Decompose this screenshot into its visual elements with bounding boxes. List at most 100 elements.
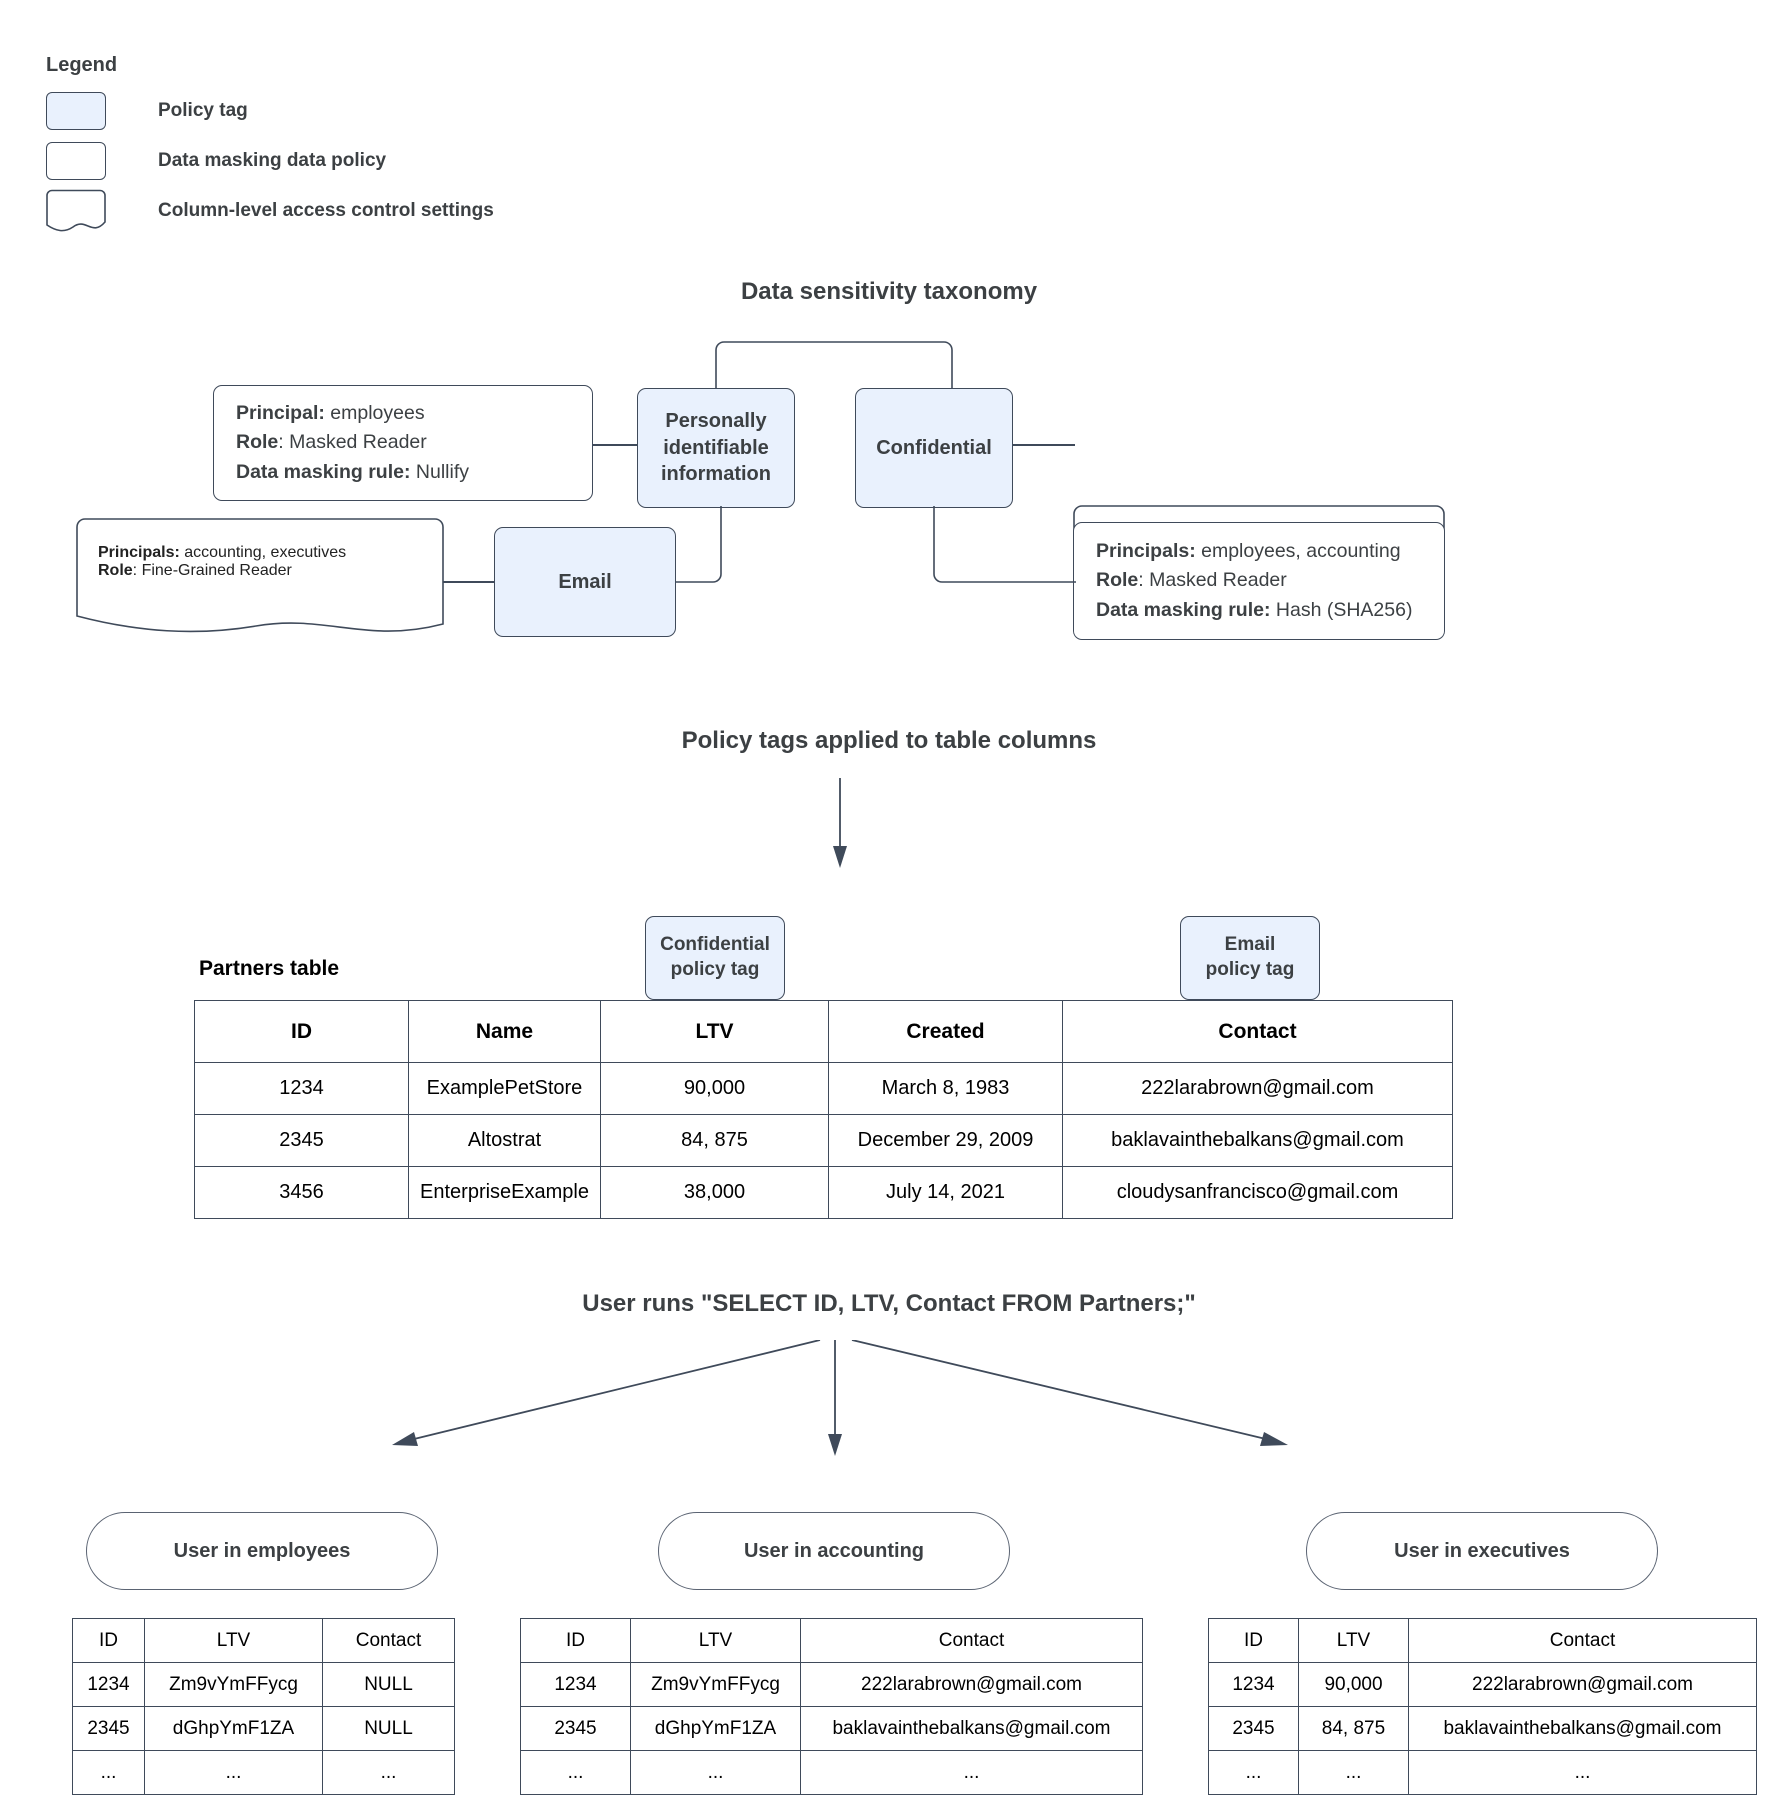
result-cell: 2345 bbox=[520, 1706, 631, 1751]
connector-email-to-pii bbox=[675, 506, 723, 584]
partners-cell: 222larabrown@gmail.com bbox=[1062, 1062, 1453, 1115]
result-column-header: LTV bbox=[1298, 1618, 1409, 1663]
label-role: Role bbox=[236, 431, 279, 454]
result-cell: 222larabrown@gmail.com bbox=[800, 1662, 1143, 1707]
label-role: Role bbox=[1096, 569, 1139, 592]
card-line-rule: Data masking rule: Nullify bbox=[236, 458, 570, 487]
result-cell: ... bbox=[1408, 1750, 1757, 1795]
result-cell: dGhpYmF1ZA bbox=[630, 1706, 801, 1751]
policy-tag-pii[interactable]: Personally identifiable information bbox=[637, 388, 795, 508]
result-cell: ... bbox=[72, 1750, 145, 1795]
query-title: User runs "SELECT ID, LTV, Contact FROM … bbox=[582, 1290, 1196, 1317]
value-principal: employees bbox=[324, 402, 425, 425]
card-line-role: Role: Masked Reader bbox=[236, 428, 570, 457]
partners-cell: 1234 bbox=[194, 1062, 409, 1115]
result-cell: baklavainthebalkans@gmail.com bbox=[1408, 1706, 1757, 1751]
partners-table-caption: Partners table bbox=[199, 957, 340, 980]
partners-cell: cloudysanfrancisco@gmail.com bbox=[1062, 1166, 1453, 1219]
value-rule: Hash (SHA256) bbox=[1270, 598, 1413, 621]
partners-cell: EnterpriseExample bbox=[408, 1166, 601, 1219]
result-column-header: ID bbox=[72, 1618, 145, 1663]
column-access-control-swatch-icon bbox=[46, 189, 106, 233]
result-cell: baklavainthebalkans@gmail.com bbox=[800, 1706, 1143, 1751]
table-row: ......... bbox=[72, 1750, 455, 1795]
result-pill-label: User in accounting bbox=[743, 1539, 925, 1562]
card-line-role: Role: Masked Reader bbox=[1096, 566, 1422, 595]
value-role: : Fine-Grained Reader bbox=[132, 562, 292, 579]
result-cell: 1234 bbox=[520, 1662, 631, 1707]
partners-column-header: ID bbox=[194, 1000, 409, 1063]
card-email-column-access-control[interactable]: Principals: accounting, executives Role:… bbox=[76, 518, 444, 638]
column-policy-tag-confidential[interactable]: Confidential policy tag bbox=[645, 916, 785, 1000]
value-principals: accounting, executives bbox=[179, 544, 347, 561]
partners-cell: March 8, 1983 bbox=[828, 1062, 1063, 1115]
arrow-down-to-table-icon bbox=[820, 778, 860, 870]
policy-tag-confidential-label: Confidential bbox=[876, 436, 992, 459]
legend-item-data-masking-policy: Data masking data policy bbox=[46, 137, 666, 185]
connector-confidential-masking bbox=[932, 506, 1076, 584]
partners-cell: baklavainthebalkans@gmail.com bbox=[1062, 1114, 1453, 1167]
connector-email-access bbox=[443, 581, 495, 583]
label-principal: Principal: bbox=[236, 402, 325, 425]
tag-line-1: Confidential bbox=[660, 934, 770, 956]
result-cell: ... bbox=[520, 1750, 631, 1795]
result-pill-accounting[interactable]: User in accounting bbox=[658, 1512, 1010, 1590]
result-cell: 1234 bbox=[1208, 1662, 1299, 1707]
result-pill-executives[interactable]: User in executives bbox=[1306, 1512, 1658, 1590]
partners-cell: 38,000 bbox=[600, 1166, 829, 1219]
card-pii-data-masking-policy[interactable]: Principal: employees Role: Masked Reader… bbox=[213, 385, 593, 501]
result-pill-label: User in executives bbox=[1394, 1539, 1570, 1562]
result-cell: 2345 bbox=[1208, 1706, 1299, 1751]
card-line-principals: Principals: accounting, executives bbox=[98, 544, 432, 562]
result-cell: Zm9vYmFFycg bbox=[144, 1662, 323, 1707]
card-line-rule: Data masking rule: Hash (SHA256) bbox=[1096, 596, 1422, 625]
tag-line-2: policy tag bbox=[1205, 959, 1295, 980]
table-row: ......... bbox=[520, 1750, 1143, 1795]
partners-column-header: Name bbox=[408, 1000, 601, 1063]
result-cell: ... bbox=[1298, 1750, 1409, 1795]
applied-title: Policy tags applied to table columns bbox=[681, 727, 1097, 754]
partners-cell: Altostrat bbox=[408, 1114, 601, 1167]
card-line-principal: Principal: employees bbox=[236, 399, 570, 428]
label-rule: Data masking rule: bbox=[236, 460, 411, 483]
result-cell: NULL bbox=[322, 1662, 455, 1707]
legend-item-label: Policy tag bbox=[158, 100, 248, 121]
connector-pii-masking bbox=[593, 444, 637, 446]
result-cell: dGhpYmF1ZA bbox=[144, 1706, 323, 1751]
result-pill-employees[interactable]: User in employees bbox=[86, 1512, 438, 1590]
partners-cell: July 14, 2021 bbox=[828, 1166, 1063, 1219]
label-principals: Principals: bbox=[98, 544, 180, 561]
result-cell: 84, 875 bbox=[1298, 1706, 1409, 1751]
partners-cell: 84, 875 bbox=[600, 1114, 829, 1167]
policy-tag-email[interactable]: Email bbox=[494, 527, 676, 637]
partners-cell: ExamplePetStore bbox=[408, 1062, 601, 1115]
column-policy-tag-email[interactable]: Email policy tag bbox=[1180, 916, 1320, 1000]
policy-tag-confidential[interactable]: Confidential bbox=[855, 388, 1013, 508]
legend-item-column-access-control: Column-level access control settings bbox=[46, 187, 666, 235]
card-confidential-data-masking-policy[interactable]: Principals: employees, accounting Role: … bbox=[1073, 522, 1445, 640]
value-role: : Masked Reader bbox=[1138, 569, 1287, 592]
partners-cell: 3456 bbox=[194, 1166, 409, 1219]
label-rule: Data masking rule: bbox=[1096, 598, 1271, 621]
result-cell: ... bbox=[322, 1750, 455, 1795]
taxonomy-title: Data sensitivity taxonomy bbox=[740, 278, 1038, 305]
card-line-role: Role: Fine-Grained Reader bbox=[98, 562, 432, 580]
result-cell: 222larabrown@gmail.com bbox=[1408, 1662, 1757, 1707]
result-column-header: ID bbox=[1208, 1618, 1299, 1663]
fanout-arrows-icon bbox=[380, 1339, 1300, 1460]
result-cell: 1234 bbox=[72, 1662, 145, 1707]
result-column-header: Contact bbox=[1408, 1618, 1757, 1663]
